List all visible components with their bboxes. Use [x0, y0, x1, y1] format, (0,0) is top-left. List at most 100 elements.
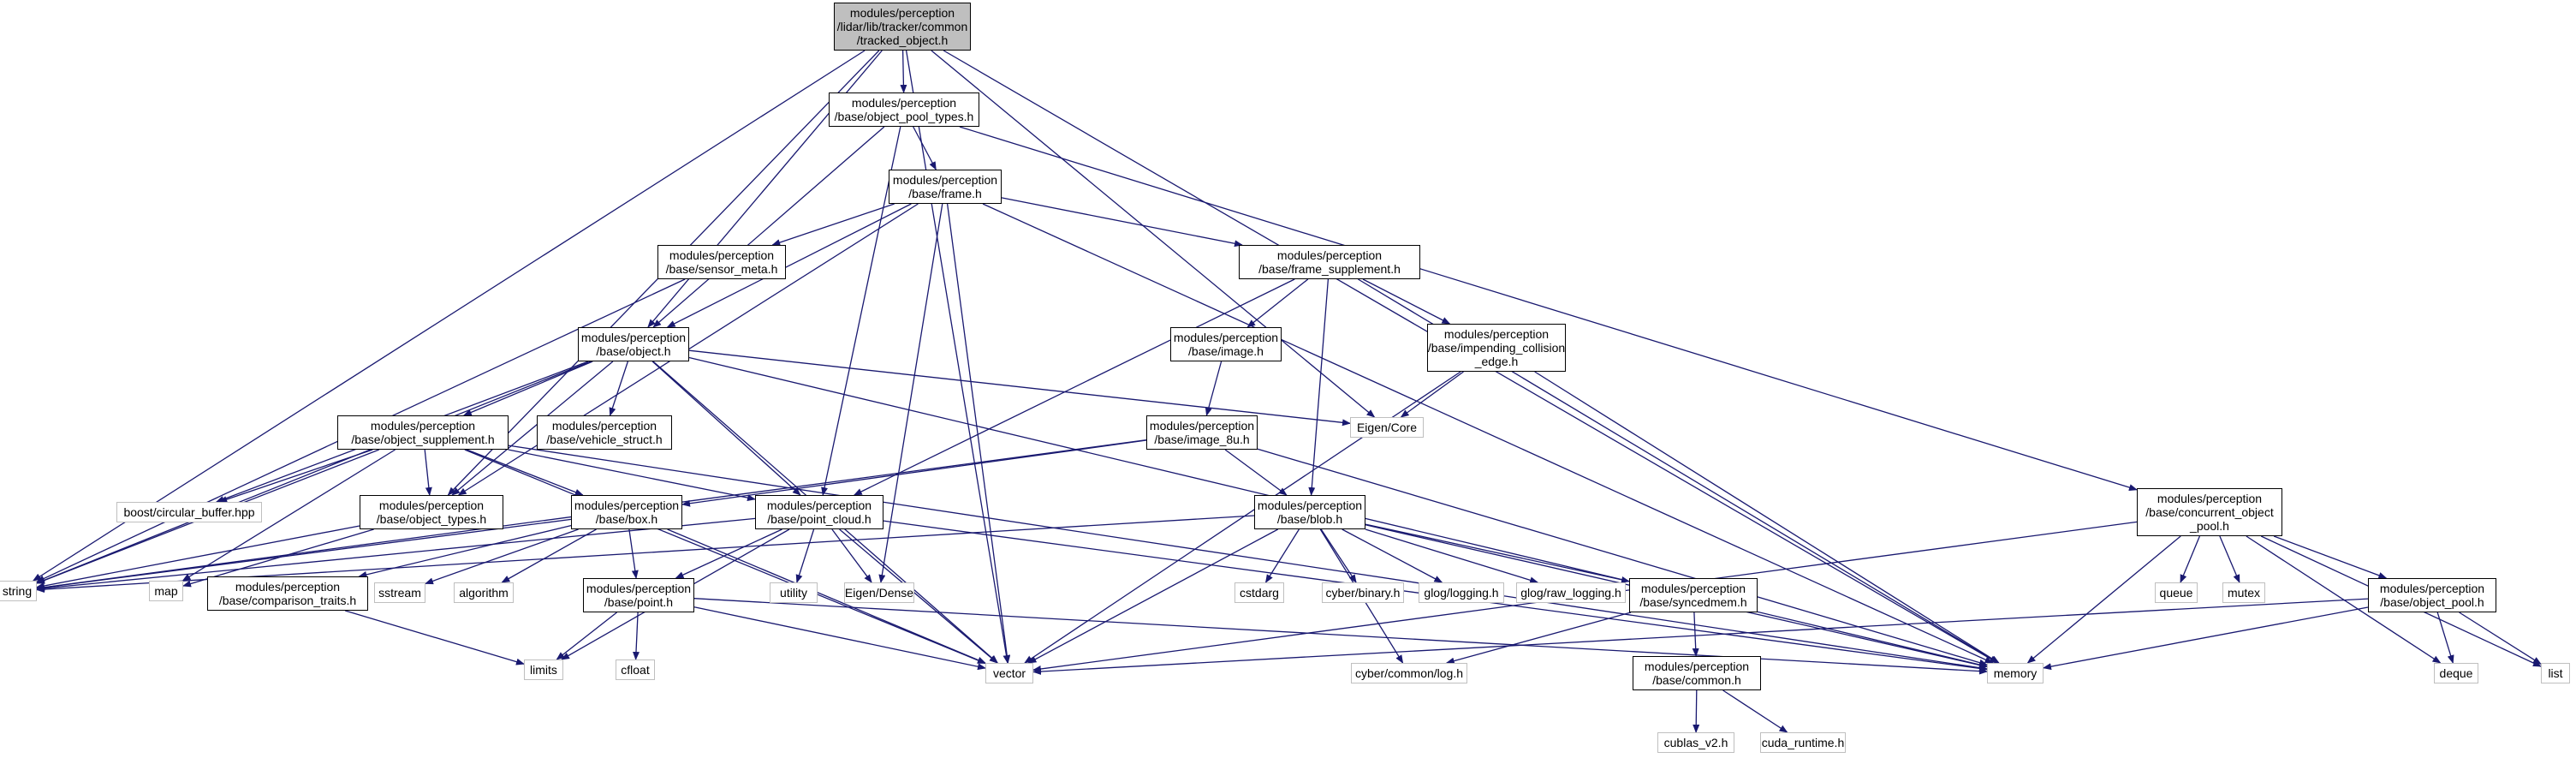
edge-comparison-to-limits	[345, 610, 525, 665]
node-concurrent[interactable]: modules/perception/base/concurrent_objec…	[2137, 488, 2282, 536]
node-cyber-log: cyber/common/log.h	[1351, 663, 1467, 683]
node-utility: utility	[770, 582, 818, 603]
edge-impending-to-memory	[1534, 371, 2000, 664]
node-root[interactable]: modules/perception/lidar/lib/tracker/com…	[834, 3, 971, 51]
node-label-line: /base/vehicle_struct.h	[546, 433, 663, 446]
edge-concurrent-to-memory	[2026, 535, 2181, 664]
edge-frame-to-object	[666, 203, 912, 328]
edge-point-to-memory	[693, 598, 1988, 675]
edge-blob-to-cyber-binary	[1320, 528, 1357, 583]
node-syncedmem[interactable]: modules/perception/base/syncedmem.h	[1629, 578, 1758, 612]
node-label-line: cublas_v2.h	[1663, 736, 1728, 749]
node-label-line: modules/perception	[766, 498, 872, 512]
node-algorithm: algorithm	[454, 582, 514, 603]
edge-frame-supplement-to-impending	[1362, 278, 1451, 325]
edge-root-to-object-pool-types	[900, 50, 907, 93]
node-label-line: modules/perception	[580, 331, 687, 344]
node-label-line: /base/frame_supplement.h	[1258, 262, 1401, 276]
edge-frame-to-eigen-dense	[878, 203, 943, 583]
node-eigen-core: Eigen/Core	[1350, 417, 1424, 438]
node-label-line: /base/comparison_traits.h	[218, 594, 357, 607]
node-label-line: _edge.h	[1474, 355, 1519, 368]
edge-object-pool-types-to-concurrent	[959, 126, 2138, 491]
node-impending[interactable]: modules/perception/base/impending_collis…	[1427, 324, 1566, 372]
node-label-line: sstream	[378, 586, 421, 600]
edge-point-cloud-to-point	[675, 528, 782, 579]
node-label-line: modules/perception	[1644, 660, 1750, 673]
node-sensor-meta[interactable]: modules/perception/base/sensor_meta.h	[657, 245, 786, 279]
node-label-line: modules/perception	[669, 248, 775, 262]
edge-point-to-cfloat	[633, 612, 640, 660]
node-label-line: /base/frame.h	[908, 187, 982, 200]
node-label-line: Eigen/Dense	[844, 586, 914, 600]
node-label-line: /base/object_supplement.h	[351, 433, 495, 446]
node-label-line: vector	[992, 666, 1026, 680]
node-boost-cb: boost/circular_buffer.hpp	[116, 502, 262, 522]
node-object-pool[interactable]: modules/perception/base/object_pool.h	[2368, 578, 2496, 612]
edge-object-pool-to-vector	[1032, 598, 2369, 676]
node-label-line: modules/perception	[586, 582, 692, 595]
node-label-line: /base/object.h	[596, 344, 671, 358]
edge-object-pool-types-to-frame	[913, 126, 937, 170]
edge-common-to-cublas	[1693, 689, 1700, 733]
node-point[interactable]: modules/perception/base/point.h	[583, 578, 694, 612]
edge-concurrent-to-mutex	[2219, 535, 2240, 583]
node-vehicle-struct[interactable]: modules/perception/base/vehicle_struct.h	[537, 415, 672, 450]
edge-box-to-vector	[667, 528, 986, 664]
node-label-line: cuda_runtime.h	[1761, 736, 1845, 749]
node-comparison[interactable]: modules/perception/base/comparison_trait…	[207, 576, 368, 611]
node-label-line: /lidar/lib/tracker/common	[836, 20, 968, 33]
edge-concurrent-to-deque	[2246, 535, 2442, 664]
edge-image-to-image-8u	[1205, 361, 1223, 416]
node-label-line: deque	[2439, 666, 2473, 680]
node-cuda-runtime: cuda_runtime.h	[1760, 732, 1846, 753]
edge-root-to-vector	[905, 50, 1010, 664]
node-label-line: /base/sensor_meta.h	[665, 262, 778, 276]
node-cfloat: cfloat	[616, 660, 655, 680]
edge-frame-supplement-to-image	[1246, 278, 1309, 328]
node-label-line: /base/image_8u.h	[1154, 433, 1250, 446]
edge-frame-to-memory	[982, 203, 1994, 664]
node-label-line: /base/object_pool_types.h	[834, 110, 974, 123]
node-vector: vector	[985, 663, 1033, 683]
node-frame[interactable]: modules/perception/base/frame.h	[889, 170, 1002, 204]
node-list: list	[2541, 663, 2570, 683]
node-label-line: modules/perception	[1257, 498, 1363, 512]
edge-object-supplement-to-boost-cb	[218, 449, 373, 503]
node-label-line: modules/perception	[370, 419, 476, 433]
node-label-line: /tracked_object.h	[856, 33, 949, 47]
node-image-8u[interactable]: modules/perception/base/image_8u.h	[1146, 415, 1258, 450]
node-label-line: /base/point_cloud.h	[767, 512, 872, 526]
edge-object-pool-types-to-object	[652, 126, 885, 328]
node-label-line: modules/perception	[1149, 419, 1255, 433]
edge-concurrent-to-object-pool	[2273, 535, 2388, 579]
node-frame-supplement[interactable]: modules/perception/base/frame_supplement…	[1239, 245, 1420, 279]
edge-concurrent-to-queue	[2180, 535, 2201, 583]
node-box[interactable]: modules/perception/base/box.h	[571, 495, 682, 529]
node-point-cloud[interactable]: modules/perception/base/point_cloud.h	[755, 495, 883, 529]
edge-point-to-limits	[556, 612, 617, 660]
node-object[interactable]: modules/perception/base/object.h	[578, 327, 689, 361]
node-object-pool-types[interactable]: modules/perception/base/object_pool_type…	[829, 93, 979, 127]
node-label-line: modules/perception	[892, 173, 998, 187]
edge-point-cloud-to-vector	[839, 528, 998, 664]
edge-frame-to-vector	[946, 203, 1011, 664]
node-cyber-binary: cyber/binary.h	[1322, 582, 1404, 603]
edge-box-to-string	[36, 518, 572, 591]
edge-point-cloud-to-utility	[795, 528, 815, 583]
node-label-line: modules/perception	[849, 6, 955, 20]
node-object-supplement[interactable]: modules/perception/base/object_supplemen…	[337, 415, 509, 450]
node-sstream: sstream	[374, 582, 425, 603]
node-blob[interactable]: modules/perception/base/blob.h	[1254, 495, 1365, 529]
node-common[interactable]: modules/perception/base/common.h	[1633, 656, 1761, 690]
node-image[interactable]: modules/perception/base/image.h	[1170, 327, 1282, 361]
node-label-line: modules/perception	[851, 96, 957, 110]
edge-image-8u-to-memory	[1257, 448, 1988, 666]
node-label-line: cyber/binary.h	[1325, 586, 1401, 600]
node-label-line: /base/box.h	[595, 512, 658, 526]
edge-blob-to-vector	[1027, 528, 1279, 664]
node-object-types[interactable]: modules/perception/base/object_types.h	[360, 495, 503, 529]
edge-blob-to-syncedmem	[1365, 523, 1630, 583]
